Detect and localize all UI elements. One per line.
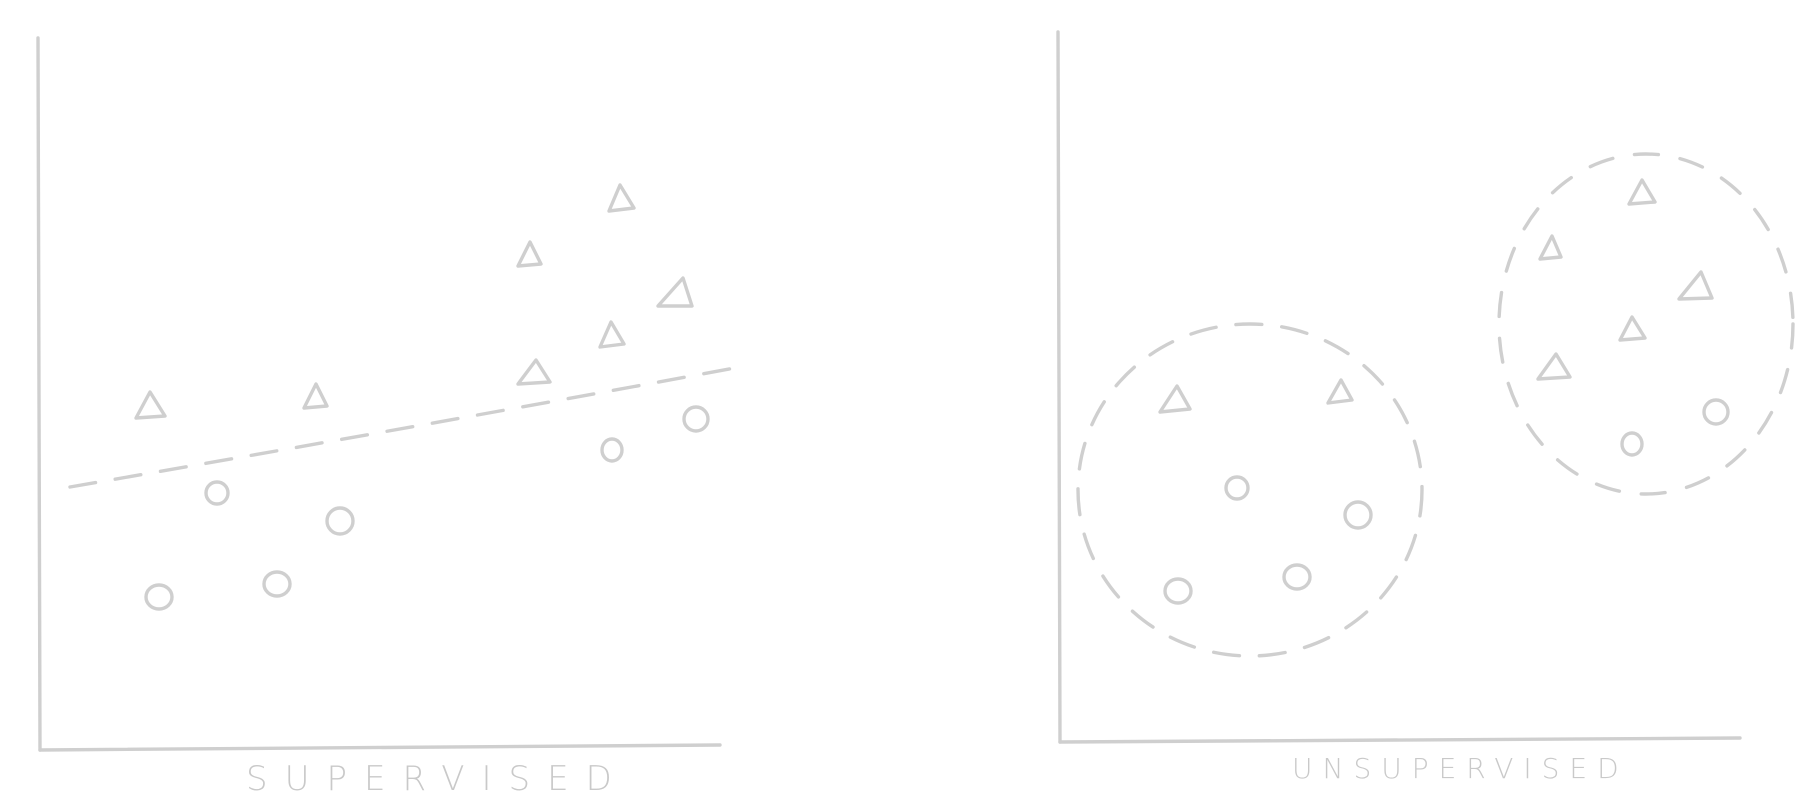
triangle-point xyxy=(598,320,626,349)
unsupervised-label: UNSUPERVISED xyxy=(1292,752,1629,785)
triangle-point xyxy=(1627,178,1657,206)
circle-point xyxy=(1282,563,1312,591)
circle-point xyxy=(262,570,292,598)
triangle-point xyxy=(1326,378,1354,405)
supervised-label: SUPERVISED xyxy=(246,759,629,799)
cluster-triangle-points xyxy=(1158,178,1714,414)
unsupervised-x-axis xyxy=(1058,736,1742,744)
supervised-x-axis xyxy=(38,743,722,752)
triangle-point xyxy=(656,276,694,308)
triangle-point xyxy=(516,240,543,268)
circle-points xyxy=(144,405,710,611)
cluster-circle-points xyxy=(1163,398,1730,605)
unsupervised-y-axis xyxy=(1056,30,1062,744)
supervised-y-axis xyxy=(36,36,42,752)
triangle-point xyxy=(516,358,552,386)
supervised-panel: SUPERVISED xyxy=(36,36,742,799)
circle-point xyxy=(1224,475,1250,501)
triangle-point xyxy=(1618,315,1647,342)
circle-point xyxy=(1702,398,1730,426)
circle-point xyxy=(1620,431,1644,457)
triangle-point xyxy=(607,183,636,213)
circle-point xyxy=(325,506,355,536)
circle-point xyxy=(1163,577,1193,605)
circle-point xyxy=(204,480,230,506)
cluster-boundary-right xyxy=(1497,152,1795,496)
triangle-point xyxy=(302,382,329,410)
unsupervised-panel: UNSUPERVISED xyxy=(1056,30,1795,785)
decision-boundary-line xyxy=(68,365,742,489)
triangle-point xyxy=(1158,384,1192,414)
triangle-point xyxy=(1538,234,1563,261)
triangle-point xyxy=(1677,270,1714,301)
triangle-point xyxy=(134,390,167,420)
triangle-points xyxy=(134,183,694,420)
circle-point xyxy=(682,405,710,433)
circle-point xyxy=(1343,500,1373,530)
cluster-boundary-left xyxy=(1076,322,1424,658)
circle-point xyxy=(600,437,624,463)
circle-point xyxy=(144,583,174,611)
triangle-point xyxy=(1536,352,1572,381)
